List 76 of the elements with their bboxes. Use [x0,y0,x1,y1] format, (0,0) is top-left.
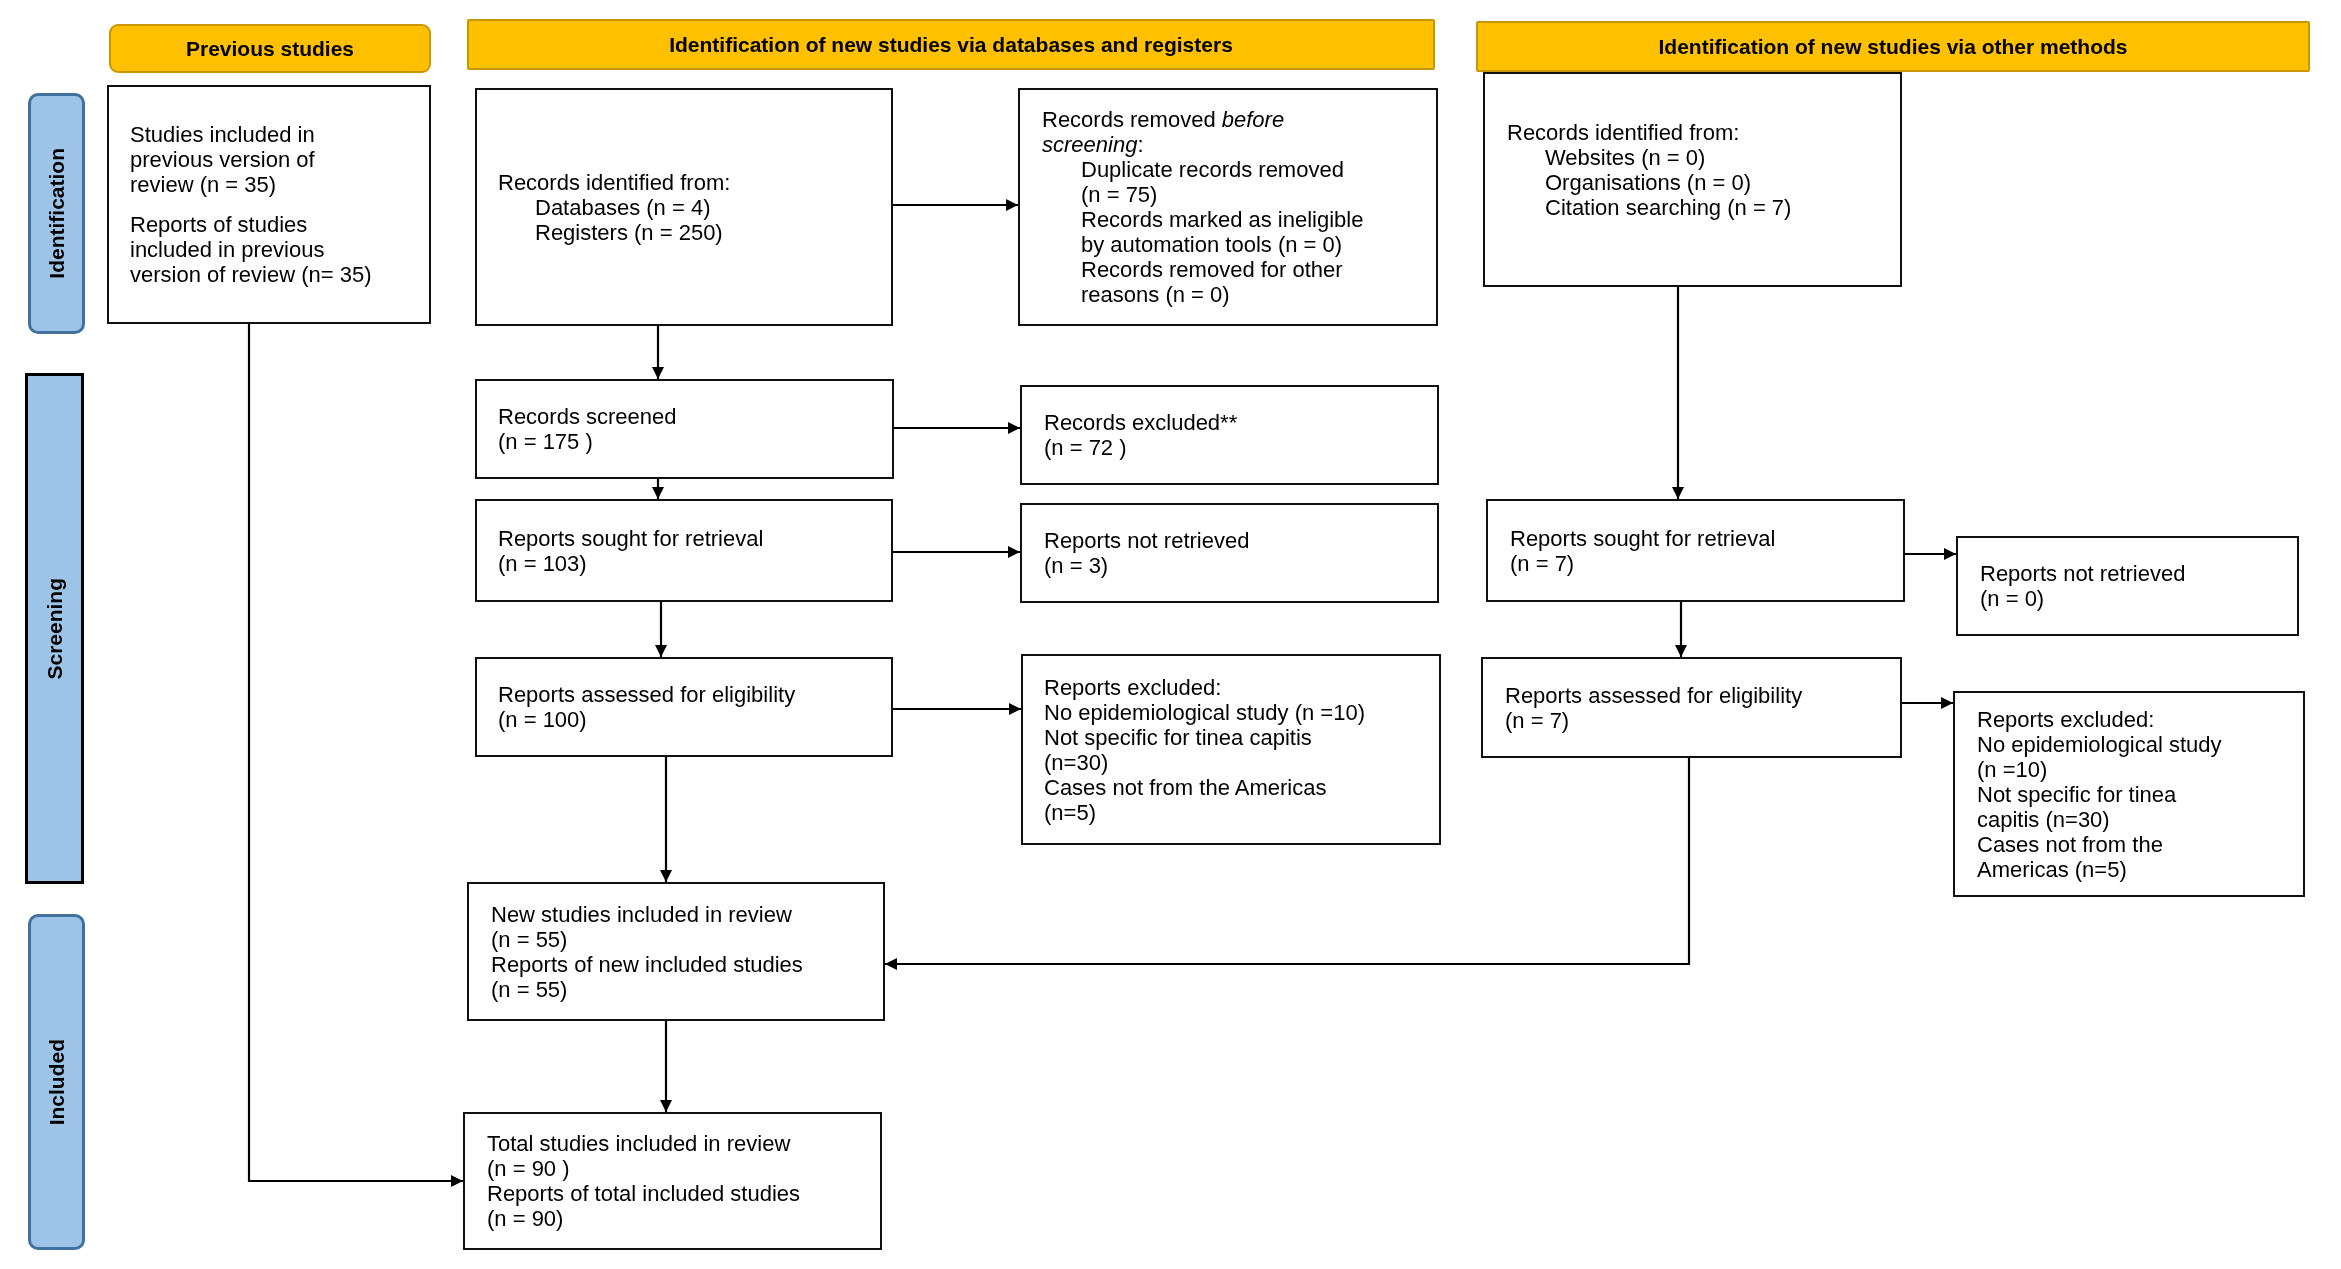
arrow [247,324,463,1187]
process-box [1953,691,2305,897]
process-box [463,1112,882,1250]
stage-label: Identification [44,148,69,279]
section-header [1476,21,2310,72]
arrow [893,703,1021,715]
process-box [1486,499,1905,602]
step-text: Not specific for tinea capitis (n=30) [1044,724,1312,775]
stage-band [25,373,84,884]
process-box [1956,536,2299,636]
step-text: Databases (n = 4) [535,194,711,220]
step-text: Records identified from: [498,169,731,195]
step-text: Cases not from the Americas (n=5) [1977,831,2164,882]
stage-label: Included [44,1038,69,1126]
process-box [475,657,893,757]
step-text: Reports sought for retrieval (n = 7) [1510,525,1777,576]
step-text: Reports of total included studies (n = 90) [487,1181,802,1231]
step-text: Organisations (n = 0) [1545,169,1752,195]
step-text: Records removed before screening: [1042,107,1286,157]
process-box [1020,503,1439,603]
arrow [894,422,1020,434]
process-box [1020,385,1439,485]
step-text: Cases not from the Americas (n=5) [1044,774,1328,825]
step-text: Records screened (n = 175 ) [498,404,678,454]
arrow [652,326,664,379]
process-box [475,499,893,602]
stage-band [28,93,85,334]
section-header [467,19,1435,70]
process-box [475,379,894,479]
step-text: Records marked as ineligible by automation tools (n = 0) [1081,207,1365,257]
step-text: No epidemiological study (n =10) [1044,699,1365,725]
step-text: Reports sought for retrieval (n = 103) [498,525,765,576]
stage-label: Screening [42,577,67,680]
header-text: Identification of new studies via databases and registers [669,32,1233,57]
arrow [660,757,672,882]
step-text: Reports assessed for eligibility (n = 100) [498,682,797,732]
arrow [655,602,667,657]
step-text: Records removed for other reasons (n = 0) [1081,257,1344,307]
step-text: Records excluded** (n = 72 ) [1044,410,1239,460]
step-text: Records identified from: [1507,119,1740,145]
arrow [893,546,1020,558]
step-text: Studies included in previous version of review (n = 35) [130,122,316,197]
arrow [1902,697,1953,709]
arrow [1905,548,1956,560]
step-text: Reports excluded: [1044,674,1222,700]
step-text: Reports not retrieved (n = 3) [1044,528,1251,578]
process-box [1021,654,1441,845]
arrow [893,199,1018,211]
step-text: Reports assessed for eligibility (n = 7) [1505,682,1804,733]
arrow [660,1021,672,1112]
step-text: Websites (n = 0) [1545,144,1706,170]
stage-band [28,914,85,1250]
process-box [107,85,431,324]
step-text: Reports of studies included in previous version of review (n= 35) [130,212,373,287]
process-box [1483,72,1902,287]
process-box [467,882,885,1021]
step-text: Registers (n = 250) [535,219,723,245]
step-text: Reports excluded: [1977,706,2155,732]
process-box [475,88,893,326]
step-text: Total studies included in review (n = 90 ) [487,1131,792,1181]
step-text: Citation searching (n = 7) [1545,194,1792,220]
arrow [652,479,664,499]
step-text: Not specific for tinea capitis (n=30) [1977,781,2178,832]
step-text: Reports not retrieved (n = 0) [1980,561,2187,611]
arrow [1675,602,1687,657]
arrow [885,758,1691,970]
step-text: No epidemiological study (n =10) [1977,731,2223,782]
step-text: Reports of new included studies (n = 55) [491,951,804,1002]
step-text: New studies included in review (n = 55) [491,901,793,952]
arrow [1672,287,1684,499]
header-text: Previous studies [185,36,355,61]
process-box [1481,657,1902,758]
header-text: Identification of new studies via other methods [1658,34,2128,59]
section-header [109,24,431,73]
step-text: Duplicate records removed (n = 75) [1081,157,1345,207]
process-box [1018,88,1438,326]
